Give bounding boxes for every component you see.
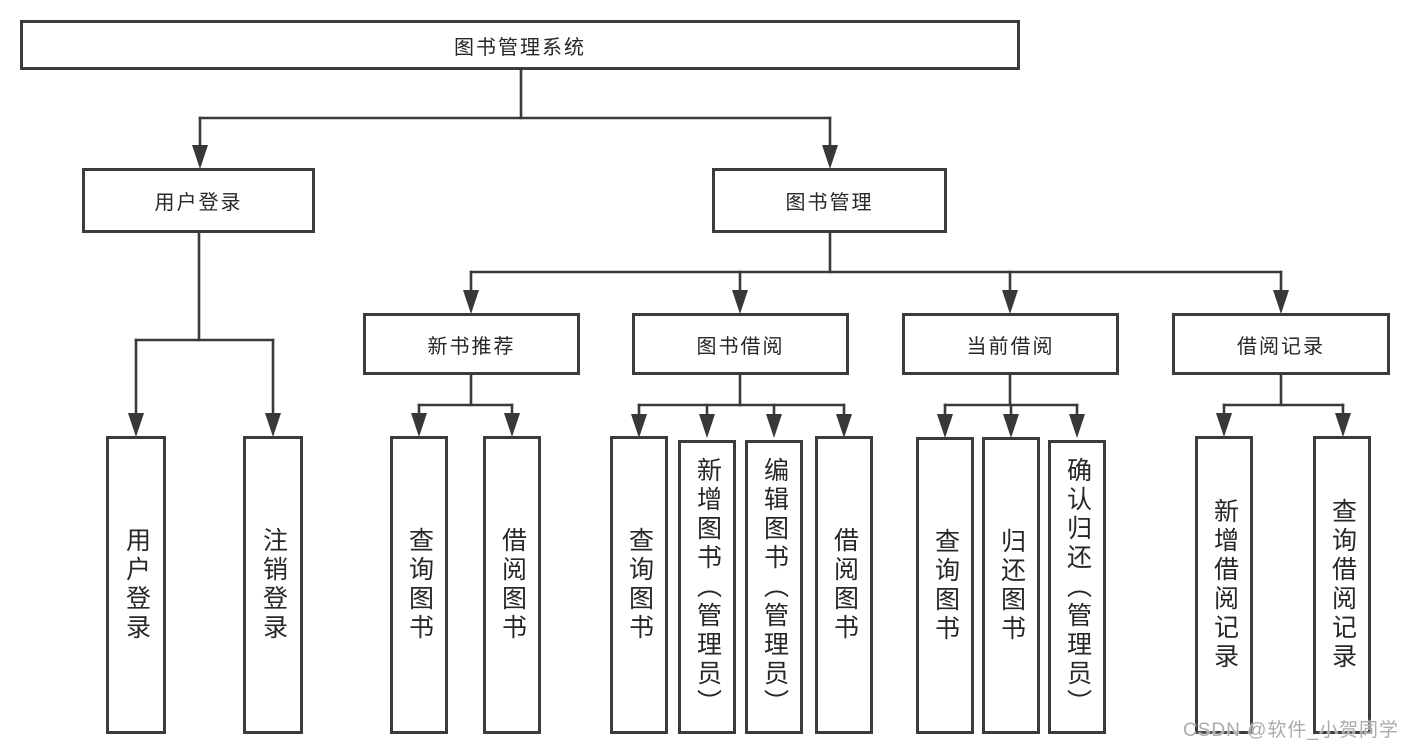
node-leaf-return-book: 归还图书 bbox=[982, 437, 1040, 734]
node-label: 查询图书 bbox=[931, 527, 960, 644]
node-leaf-logout: 注销登录 bbox=[243, 436, 303, 734]
arrowhead-icon bbox=[766, 414, 782, 438]
node-label: 归还图书 bbox=[997, 527, 1026, 644]
node-label: 图书借阅 bbox=[696, 335, 785, 358]
node-new-book-rec: 新书推荐 bbox=[363, 313, 580, 375]
arrowhead-icon bbox=[631, 414, 647, 438]
node-label: 新增借阅记录 bbox=[1210, 498, 1239, 672]
arrowhead-icon bbox=[411, 413, 427, 437]
node-user-login-group: 用户登录 bbox=[82, 168, 315, 233]
node-leaf-query-book-2: 查询图书 bbox=[610, 436, 668, 734]
arrowhead-icon bbox=[1003, 414, 1019, 438]
node-leaf-borrow-book-2: 借阅图书 bbox=[815, 436, 873, 734]
arrowhead-icon bbox=[822, 145, 838, 169]
node-leaf-add-record: 新增借阅记录 bbox=[1195, 436, 1253, 734]
watermark: CSDN @软件_小贺同学 bbox=[1183, 720, 1399, 741]
node-leaf-query-book-1: 查询图书 bbox=[390, 436, 448, 734]
arrowhead-icon bbox=[265, 413, 281, 437]
node-label: 注销登录 bbox=[259, 527, 288, 643]
node-leaf-borrow-book-1: 借阅图书 bbox=[483, 436, 541, 734]
node-leaf-query-book-3: 查询图书 bbox=[916, 437, 974, 734]
arrowhead-icon bbox=[836, 414, 852, 438]
node-borrow-records: 借阅记录 bbox=[1172, 313, 1390, 375]
node-label: 新书推荐 bbox=[427, 335, 516, 358]
node-leaf-confirm-return: 确认归还（管理员） bbox=[1048, 440, 1106, 734]
node-label: 借阅图书 bbox=[830, 527, 859, 643]
arrowhead-icon bbox=[1002, 290, 1018, 314]
node-label: 图书管理系统 bbox=[454, 36, 586, 59]
arrowhead-icon bbox=[1069, 414, 1085, 438]
arrowhead-icon bbox=[1273, 290, 1289, 314]
arrowhead-icon bbox=[699, 414, 715, 438]
node-label: 查询借阅记录 bbox=[1328, 498, 1357, 672]
node-label: 查询图书 bbox=[405, 527, 434, 643]
arrowhead-icon bbox=[732, 290, 748, 314]
arrowhead-icon bbox=[937, 414, 953, 438]
node-leaf-add-book: 新增图书（管理员） bbox=[678, 440, 736, 734]
node-label: 用户登录 bbox=[154, 192, 243, 214]
node-leaf-query-record: 查询借阅记录 bbox=[1313, 436, 1371, 734]
arrowhead-icon bbox=[1335, 413, 1351, 437]
node-current-borrow: 当前借阅 bbox=[902, 313, 1119, 375]
node-label: 新增图书（管理员） bbox=[693, 456, 722, 718]
arrowhead-icon bbox=[128, 413, 144, 437]
node-book-mgmt-group: 图书管理 bbox=[712, 168, 947, 233]
node-book-borrow: 图书借阅 bbox=[632, 313, 849, 375]
node-label: 图书管理 bbox=[785, 192, 874, 214]
node-leaf-edit-book: 编辑图书（管理员） bbox=[745, 440, 803, 734]
arrowhead-icon bbox=[504, 413, 520, 437]
node-label: 借阅图书 bbox=[498, 527, 527, 643]
node-label: 编辑图书（管理员） bbox=[760, 456, 789, 718]
node-leaf-user-login: 用户登录 bbox=[106, 436, 166, 734]
node-label: 用户登录 bbox=[122, 527, 151, 643]
node-label: 当前借阅 bbox=[966, 335, 1055, 358]
node-root: 图书管理系统 bbox=[20, 20, 1020, 70]
node-label: 确认归还（管理员） bbox=[1063, 456, 1092, 718]
arrowhead-icon bbox=[1216, 413, 1232, 437]
node-label: 查询图书 bbox=[625, 527, 654, 643]
arrowhead-icon bbox=[192, 145, 208, 169]
node-label: 借阅记录 bbox=[1237, 335, 1325, 358]
arrowhead-icon bbox=[463, 290, 479, 314]
